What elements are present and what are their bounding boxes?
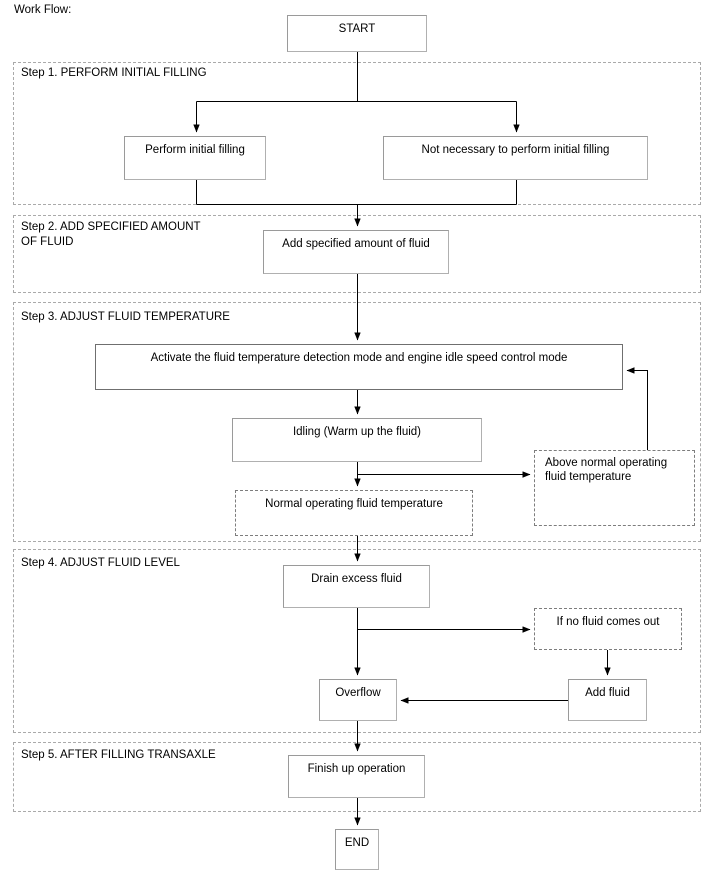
section-step-1 (13, 62, 701, 205)
section-label-step-3: Step 3. ADJUST FLUID TEMPERATURE (21, 311, 230, 323)
node-drain-excess-fluid-label: Drain excess fluid (311, 573, 402, 585)
node-end-label: END (344, 837, 370, 849)
section-label-step-2: Step 2. ADD SPECIFIED AMOUNT OF FLUID (21, 221, 201, 248)
node-drain-excess-fluid[interactable]: Drain excess fluid (283, 565, 430, 608)
node-if-no-fluid-comes-out[interactable]: If no fluid comes out (534, 608, 682, 650)
node-activate-detection-mode-label: Activate the fluid temperature detection… (150, 352, 568, 364)
node-if-no-fluid-comes-out-label: If no fluid comes out (556, 616, 660, 628)
node-add-fluid-label: Add fluid (585, 687, 630, 699)
node-finish-up-operation[interactable]: Finish up operation (288, 755, 425, 798)
node-perform-initial-filling-label: Perform initial filling (145, 144, 245, 156)
section-label-step-4: Step 4. ADJUST FLUID LEVEL (21, 557, 180, 569)
node-overflow-label: Overflow (335, 687, 381, 699)
page-title: Work Flow: (14, 4, 72, 16)
node-add-specified-amount-of-fluid-label: Add specified amount of fluid (282, 238, 430, 250)
node-add-specified-amount-of-fluid[interactable]: Add specified amount of fluid (263, 230, 449, 274)
node-not-necessary-initial-filling[interactable]: Not necessary to perform initial filling (383, 136, 648, 180)
section-label-step-1: Step 1. PERFORM INITIAL FILLING (21, 67, 207, 79)
node-finish-up-operation-label: Finish up operation (307, 763, 406, 775)
node-idling-warm-up[interactable]: Idling (Warm up the fluid) (232, 418, 482, 462)
node-start[interactable]: START (287, 15, 427, 52)
section-label-step-5: Step 5. AFTER FILLING TRANSAXLE (21, 749, 216, 761)
node-not-necessary-initial-filling-label: Not necessary to perform initial filling (421, 144, 610, 156)
node-normal-operating-temperature[interactable]: Normal operating fluid temperature (235, 490, 473, 536)
node-above-normal-temperature[interactable]: Above normal operating fluid temperature (534, 450, 695, 526)
node-overflow[interactable]: Overflow (319, 679, 397, 721)
node-add-fluid[interactable]: Add fluid (568, 679, 647, 721)
node-above-normal-temperature-label: Above normal operating fluid temperature (545, 457, 668, 483)
node-normal-operating-temperature-label: Normal operating fluid temperature (265, 498, 443, 510)
node-perform-initial-filling[interactable]: Perform initial filling (124, 136, 266, 180)
node-idling-warm-up-label: Idling (Warm up the fluid) (292, 426, 422, 438)
node-activate-detection-mode[interactable]: Activate the fluid temperature detection… (95, 344, 623, 390)
node-end[interactable]: END (335, 829, 379, 870)
node-start-label: START (338, 23, 376, 35)
